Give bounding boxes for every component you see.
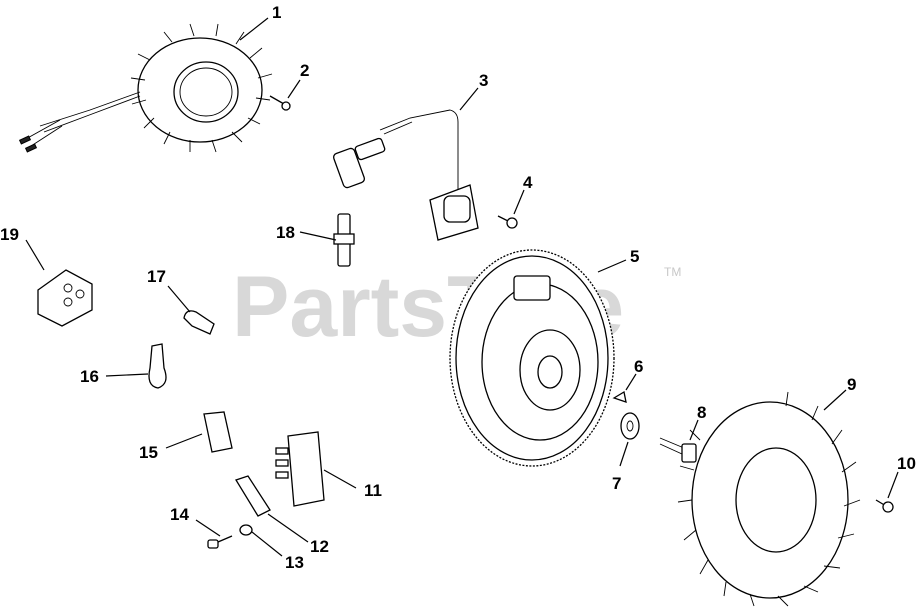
part-bracket[interactable] <box>235 475 271 517</box>
callout-10: 10 <box>897 454 916 473</box>
callout-14: 14 <box>170 505 189 524</box>
part-screw-10[interactable] <box>875 499 894 513</box>
part-flywheel-bolt[interactable] <box>659 437 697 463</box>
part-clip-17[interactable] <box>183 310 215 335</box>
callout-12: 12 <box>310 537 329 556</box>
callout-9: 9 <box>847 375 856 394</box>
callout-8: 8 <box>697 403 706 422</box>
part-connector-block[interactable] <box>203 411 233 453</box>
part-washer-7[interactable] <box>620 412 640 440</box>
callout-18: 18 <box>276 223 295 242</box>
part-washer-13[interactable] <box>239 524 253 536</box>
part-blower-fan[interactable] <box>677 391 861 607</box>
callout-5: 5 <box>630 247 639 266</box>
part-connector-housing[interactable] <box>37 269 93 327</box>
part-bolt-4[interactable] <box>497 215 518 229</box>
callout-2: 2 <box>300 61 309 80</box>
part-screw-14[interactable] <box>207 535 233 549</box>
part-screw-2[interactable] <box>269 95 291 111</box>
leader-lines <box>25 17 899 557</box>
callout-11: 11 <box>364 481 382 500</box>
callout-4: 4 <box>523 173 533 192</box>
callout-labels: 1 2 3 4 5 6 7 8 9 10 11 12 13 14 15 16 1… <box>0 3 916 572</box>
callout-19: 19 <box>0 225 19 244</box>
callout-6: 6 <box>634 357 643 376</box>
watermark-trademark: TM <box>664 265 681 279</box>
part-stator[interactable] <box>18 23 273 153</box>
callout-7: 7 <box>612 474 621 493</box>
part-key[interactable] <box>612 390 627 403</box>
part-clamp-16[interactable] <box>148 343 167 389</box>
part-flywheel[interactable] <box>449 249 615 467</box>
part-rectifier-regulator[interactable] <box>275 431 325 507</box>
callout-16: 16 <box>80 367 99 386</box>
callout-13: 13 <box>285 553 304 572</box>
callout-1: 1 <box>272 3 281 22</box>
part-ignition-module[interactable] <box>332 109 479 241</box>
callout-15: 15 <box>139 443 158 462</box>
callout-17: 17 <box>147 267 166 286</box>
callout-3: 3 <box>479 71 488 90</box>
